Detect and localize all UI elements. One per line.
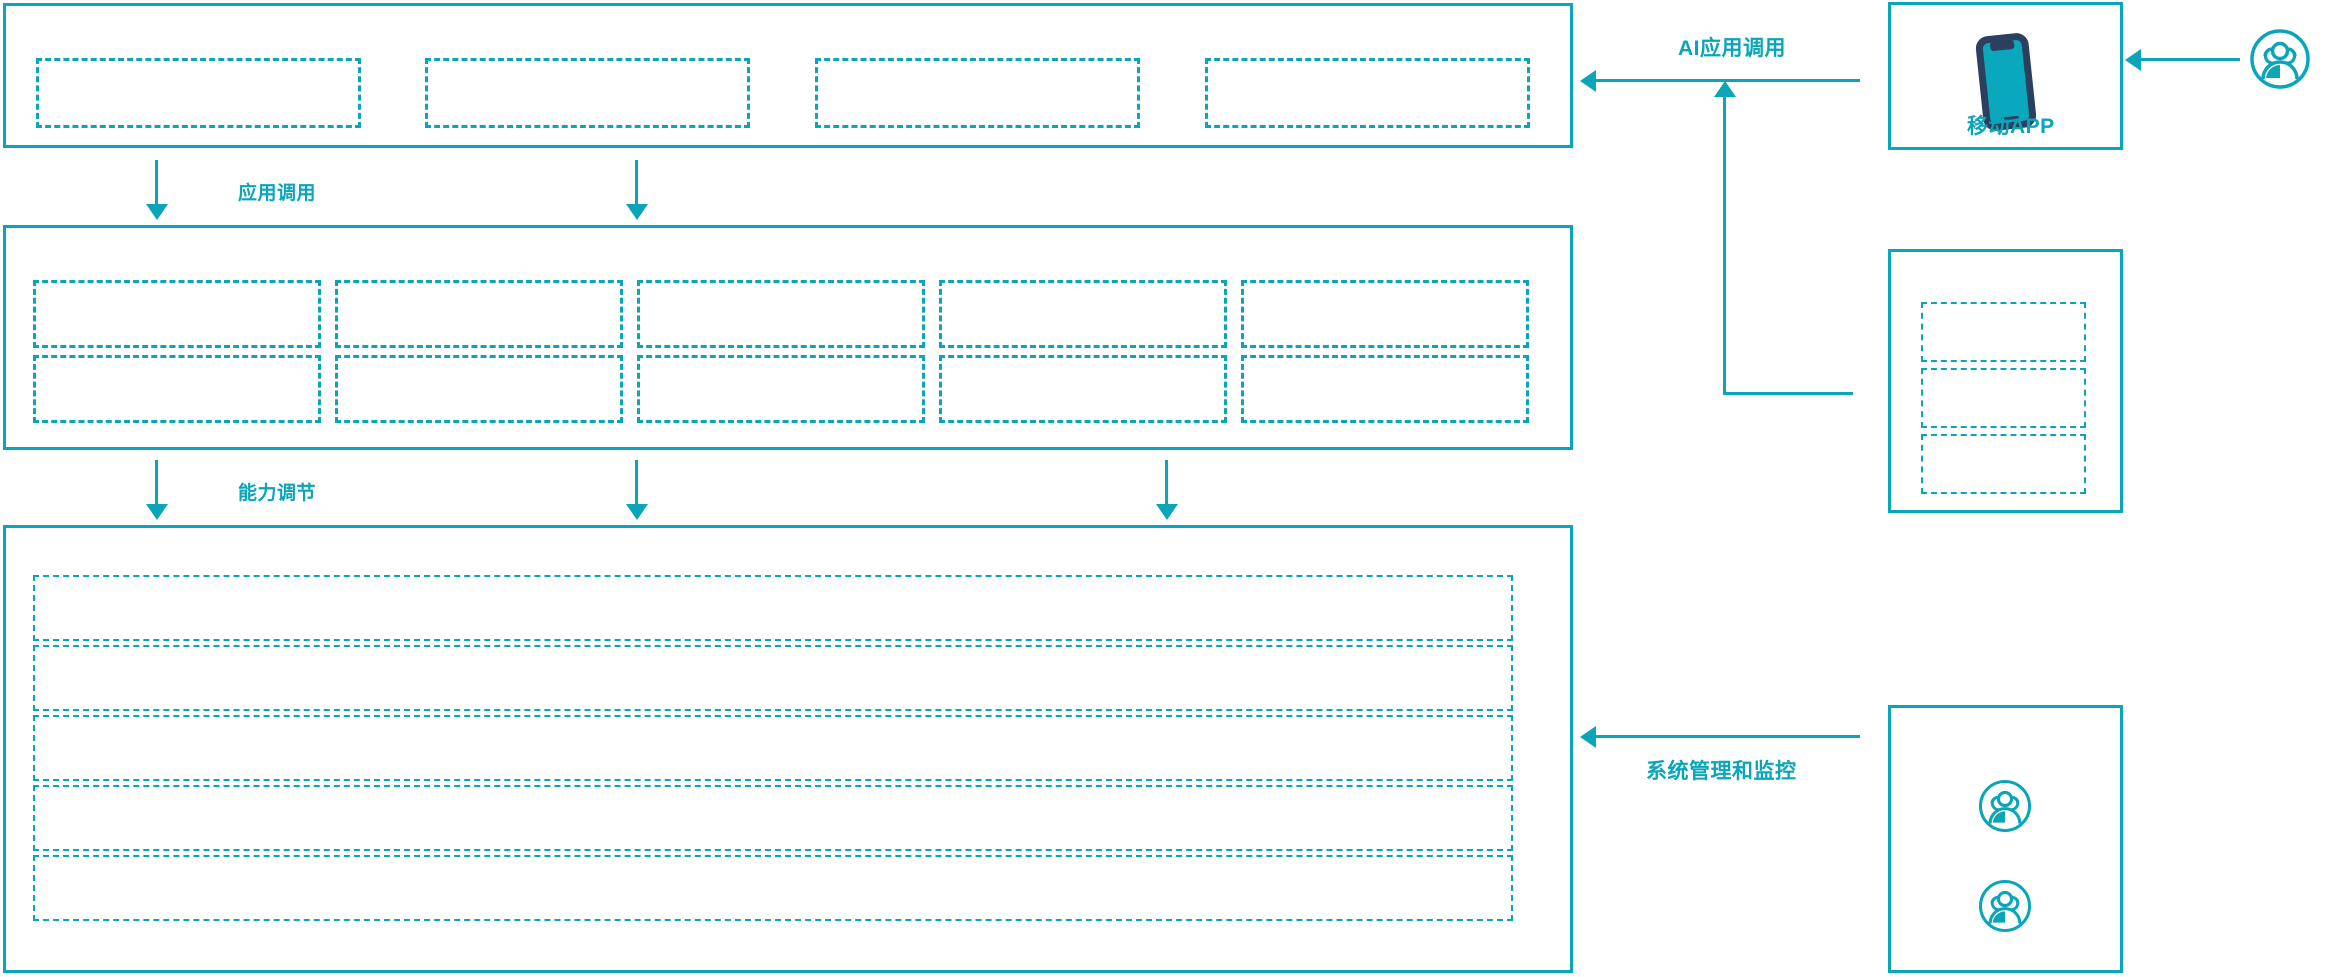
capability-layer-slot-r1c4[interactable]	[939, 280, 1227, 348]
operations-card[interactable]	[1888, 705, 2123, 973]
system-admin-monitor-label: 系统管理和监控	[1646, 760, 1797, 783]
capability-layer-slot-r1c5[interactable]	[1241, 280, 1529, 348]
capability-layer-slot-r2c1[interactable]	[33, 355, 321, 423]
platform-layer-row-2[interactable]	[33, 645, 1513, 711]
operations-user-group-icon-1	[1977, 778, 2033, 834]
external-user-group-icon	[2248, 27, 2312, 91]
capability-tuning-label: 能力调节	[238, 483, 317, 504]
channel-to-ai-arrow	[1723, 96, 1726, 394]
mobile-app-card-label: 移动APP	[1967, 115, 2055, 138]
application-layer-slot-3[interactable]	[815, 58, 1140, 128]
capability-layer-slot-r2c2[interactable]	[335, 355, 623, 423]
app-invoke-label: 应用调用	[238, 183, 317, 204]
capability-layer-slot-r2c4[interactable]	[939, 355, 1227, 423]
application-layer-slot-2[interactable]	[425, 58, 750, 128]
capability-tuning-arrow-1	[155, 460, 158, 505]
platform-layer-row-1[interactable]	[33, 575, 1513, 641]
platform-layer-row-5[interactable]	[33, 855, 1513, 921]
channel-to-ai-connector-segment	[1723, 392, 1853, 395]
application-layer-slot-4[interactable]	[1205, 58, 1530, 128]
ai-app-invoke-label: AI应用调用	[1678, 37, 1786, 60]
capability-layer-slot-r1c3[interactable]	[637, 280, 925, 348]
capability-layer-slot-r1c1[interactable]	[33, 280, 321, 348]
platform-layer-row-3[interactable]	[33, 715, 1513, 781]
channel-card-slot-3[interactable]	[1921, 434, 2086, 494]
external-user-arrow	[2140, 58, 2240, 61]
smartphone-icon	[1955, 30, 2055, 135]
capability-tuning-arrow-3	[1165, 460, 1168, 505]
platform-layer-row-4[interactable]	[33, 785, 1513, 851]
capability-layer-slot-r1c2[interactable]	[335, 280, 623, 348]
operations-user-group-icon-2	[1977, 878, 2033, 934]
capability-tuning-arrow-2	[635, 460, 638, 505]
app-invoke-arrow-left	[155, 160, 158, 205]
channel-card-slot-1[interactable]	[1921, 302, 2086, 362]
application-layer-slot-1[interactable]	[36, 58, 361, 128]
system-admin-monitor-arrow	[1595, 735, 1860, 738]
channel-card-slot-2[interactable]	[1921, 368, 2086, 428]
app-invoke-arrow-right	[635, 160, 638, 205]
capability-layer-slot-r2c5[interactable]	[1241, 355, 1529, 423]
capability-layer-slot-r2c3[interactable]	[637, 355, 925, 423]
